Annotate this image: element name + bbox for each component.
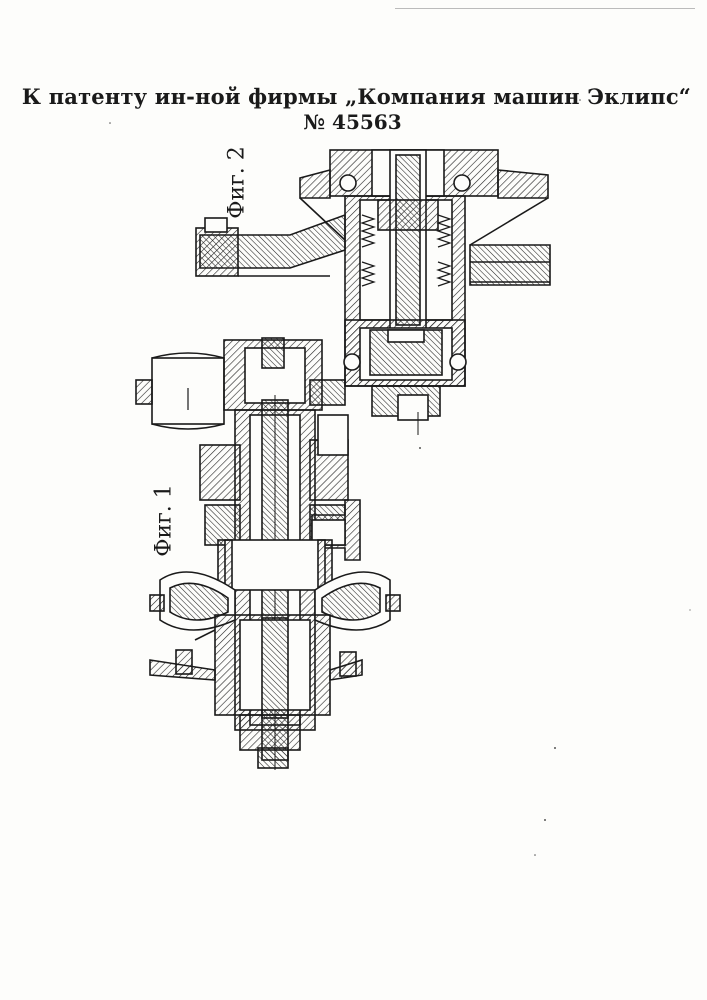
figure-1-drawing	[136, 338, 400, 770]
